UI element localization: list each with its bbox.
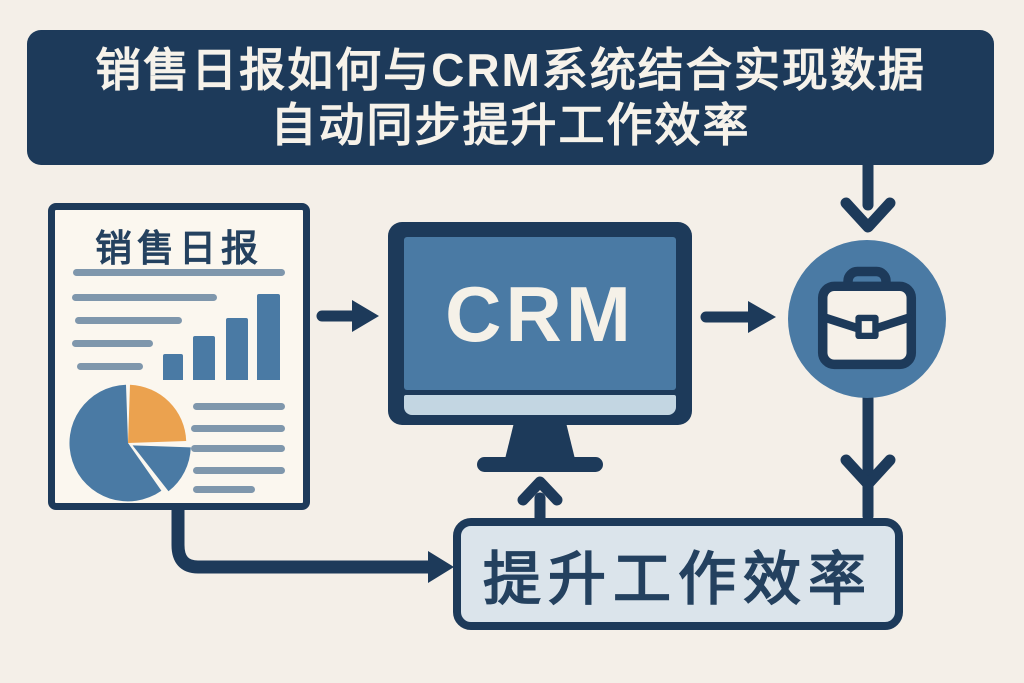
doc-text-line [191,445,285,452]
crm-label: CRM [445,269,635,358]
doc-text-line [75,317,182,324]
doc-text-line [193,486,255,493]
doc-text-line [193,467,285,474]
doc-text-line [191,425,285,432]
arrow-document-to-crm [316,300,379,332]
arrow-banner-to-briefcase [840,156,896,233]
doc-text-line [77,363,143,370]
briefcase-icon [817,266,917,370]
doc-text-line [72,294,217,301]
title-line-1: 销售日报如何与CRM系统结合实现数据 [95,44,926,97]
doc-text-line [193,403,285,410]
arrow-briefcase-to-box [840,392,896,522]
pie-chart-icon [63,378,193,508]
doc-text-line [72,340,153,347]
arrow-document-to-box [171,498,454,583]
monitor-stand [505,425,575,459]
crm-monitor: CRM [388,222,692,425]
title-banner: 销售日报如何与CRM系统结合实现数据 自动同步提升工作效率 [27,30,994,165]
efficiency-label: 提升工作效率 [482,547,873,612]
briefcase-node [788,240,946,398]
doc-text-line [73,269,285,276]
efficiency-box: 提升工作效率 [453,518,903,630]
title-line-2: 自动同步提升工作效率 [270,98,751,151]
arrow-crm-to-briefcase [700,301,776,333]
arrow-box-to-crm [517,476,563,524]
crm-screen: CRM [404,237,676,390]
monitor-bezel [404,395,676,415]
document-title: 销售日报 [95,228,263,269]
sales-report-document: 销售日报 [48,203,310,510]
monitor-base [477,457,603,472]
